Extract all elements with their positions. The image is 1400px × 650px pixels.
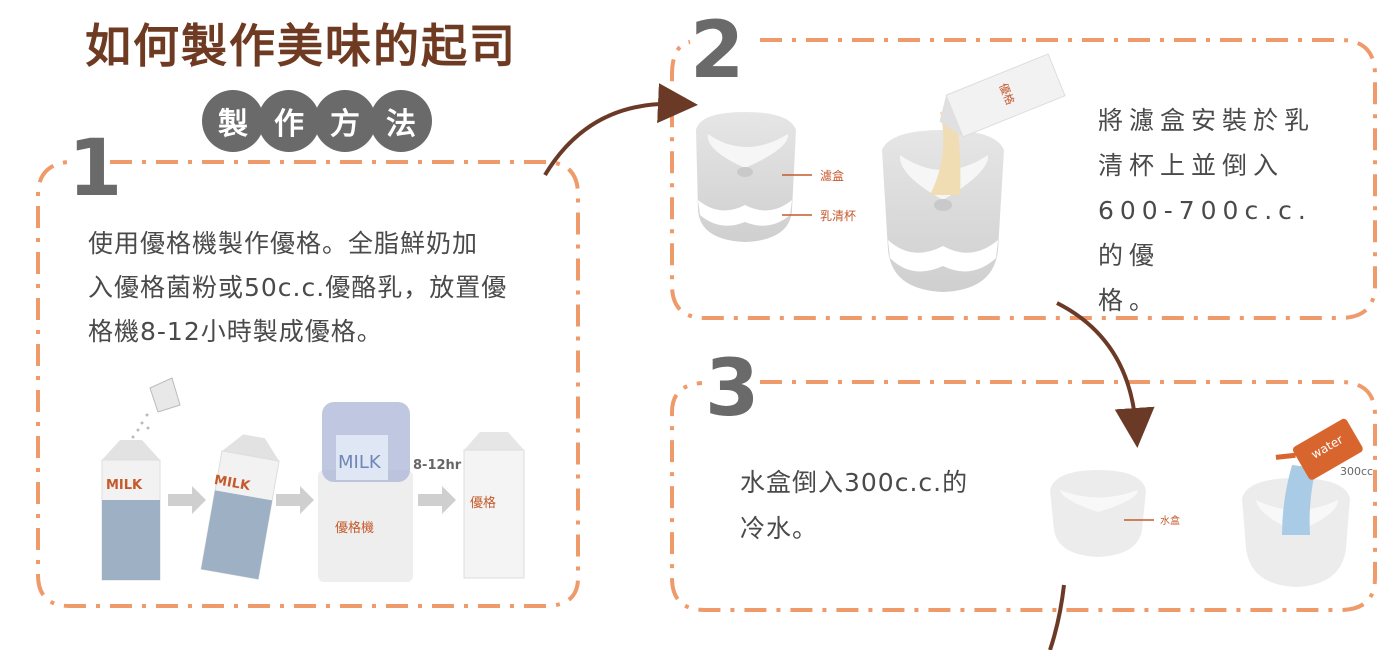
amount-label: 300cc xyxy=(1340,465,1374,478)
step-number-3: 3 xyxy=(705,344,760,434)
step2-line: 600-700c.c.的優 xyxy=(1098,196,1312,270)
pouring-cup-illustration xyxy=(882,53,1066,292)
step1-frame xyxy=(36,160,580,608)
page-title: 如何製作美味的起司 xyxy=(85,19,517,73)
water-box-illustration xyxy=(1050,470,1146,557)
step3-line: 冷水。 xyxy=(740,514,819,543)
whey-cup-label: 乳清杯 xyxy=(820,209,857,223)
milk-carton-1 xyxy=(101,440,161,581)
step1-line: 入優格菌粉或50c.c.優酪乳，放置優 xyxy=(88,273,508,302)
yogurt-carton xyxy=(463,432,525,579)
step2-line: 將濾盒安裝於乳 xyxy=(1098,106,1316,135)
gray-arrow-1 xyxy=(168,486,206,514)
subtitle-char: 製 xyxy=(202,90,264,152)
machine-milk-label: MILK xyxy=(338,452,381,473)
filter-label: 濾盒 xyxy=(820,169,845,183)
arrow-3-out xyxy=(1048,584,1066,650)
arrow-1-to-2 xyxy=(543,83,698,177)
result-label: 優格 xyxy=(470,496,497,511)
step2-frame xyxy=(670,38,1377,320)
powder-cup-illustration xyxy=(131,377,181,439)
step3-frame xyxy=(670,380,1377,612)
step3-description: 水盒倒入300c.c.的 冷水。 xyxy=(740,460,1010,552)
machine-name-label: 優格機 xyxy=(335,521,375,536)
step3-line: 水盒倒入300c.c.的 xyxy=(740,468,969,497)
step1-line: 使用優格機製作優格。全脂鮮奶加 xyxy=(88,229,479,258)
step-number-1: 1 xyxy=(68,124,123,214)
step2-description: 將濾盒安裝於乳 清杯上並倒入 600-700c.c.的優 格。 xyxy=(1098,98,1338,323)
subtitle-char: 方 xyxy=(314,90,376,152)
step1-line: 格機8-12小時製成優格。 xyxy=(88,317,383,346)
step2-line: 清杯上並倒入 xyxy=(1098,151,1285,180)
subtitle-char: 法 xyxy=(370,90,432,152)
filter-cup-illustration xyxy=(696,112,796,242)
arrow-2-to-3 xyxy=(1056,301,1155,448)
step-number-2: 2 xyxy=(690,6,745,96)
subtitle: 製 作 方 法 xyxy=(200,90,432,152)
gray-arrow-3 xyxy=(418,486,456,514)
water-box-label: 水盒 xyxy=(1160,516,1180,527)
step2-line: 格。 xyxy=(1098,286,1161,315)
carton-label: MILK xyxy=(106,478,143,493)
step1-description: 使用優格機製作優格。全脂鮮奶加 入優格菌粉或50c.c.優酪乳，放置優 格機8-… xyxy=(88,222,558,354)
yogurt-machine xyxy=(318,402,413,582)
water-pouring-illustration xyxy=(1242,418,1363,587)
time-label: 8-12hr xyxy=(413,458,462,473)
gray-arrow-2 xyxy=(276,486,314,514)
milk-carton-2 xyxy=(200,434,280,580)
subtitle-char: 作 xyxy=(258,90,320,152)
